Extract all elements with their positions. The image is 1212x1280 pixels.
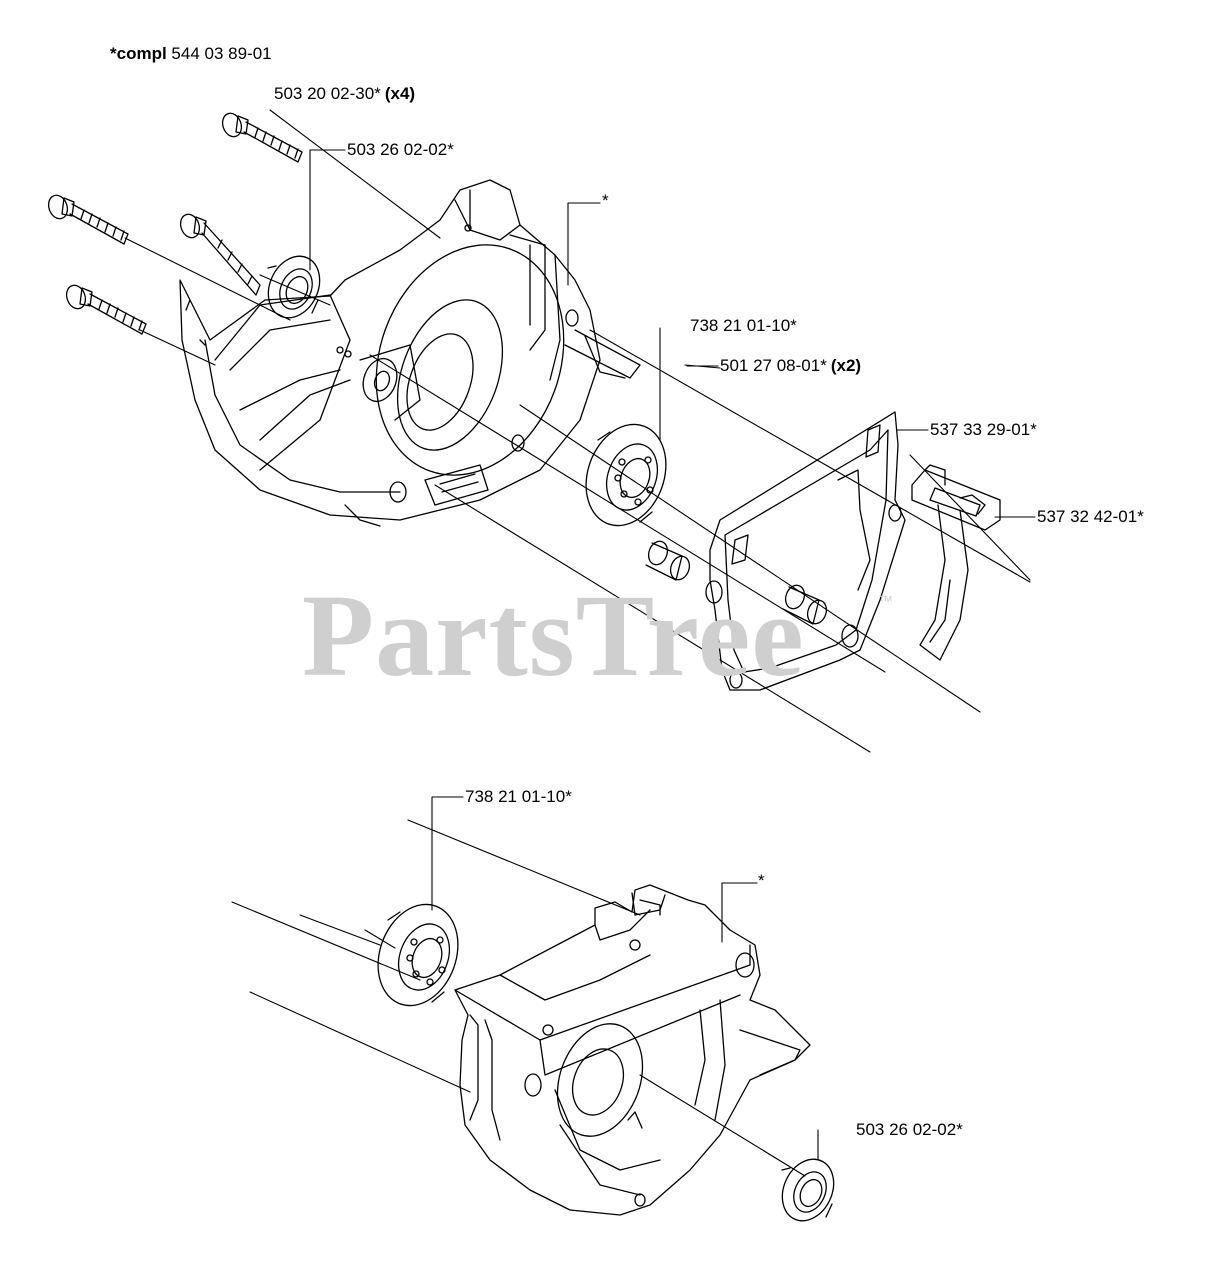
leader-seal-top (309, 149, 346, 271)
oil-seal-top (267, 255, 321, 319)
part-number: 501 27 08-01* (720, 356, 827, 375)
part-number: 738 21 01-10* (690, 316, 797, 335)
part-number: * (602, 191, 609, 210)
callout-gasket: 537 33 29-01* (930, 420, 1037, 440)
callout-bearing-bottom: 738 21 01-10* (465, 787, 572, 807)
crankcase-half-bottom (454, 884, 811, 1216)
callout-sleeve: 501 27 08-01*(x2) (720, 356, 861, 376)
leader-bearing-bottom (431, 796, 464, 911)
assembly-axis-lines (124, 109, 1031, 753)
part-number: 503 26 02-02* (856, 1120, 963, 1139)
watermark-text: PartsTree (302, 570, 805, 701)
bearing-top (585, 423, 667, 527)
callout-seal-top: 503 26 02-02* (347, 140, 454, 160)
part-number: 738 21 01-10* (465, 787, 572, 806)
callout-seal-bottom: 503 26 02-02* (856, 1120, 963, 1140)
crankcase-half-top (179, 179, 641, 527)
part-number: 503 26 02-02* (347, 140, 454, 159)
leader-star-bottom (721, 882, 758, 943)
complete-assembly-label: *compl 544 03 89-01 (110, 44, 272, 64)
screw-top (221, 112, 303, 163)
part-number: 537 33 29-01* (930, 420, 1037, 439)
callout-bearing-top: 738 21 01-10* (690, 316, 797, 336)
clip-plate (911, 464, 1001, 661)
part-number: 503 20 02-30* (274, 84, 381, 103)
part-qty: (x4) (384, 84, 416, 103)
compl-number: 544 03 89-01 (171, 44, 272, 63)
bearing-bottom (377, 903, 459, 1007)
oil-seal-bottom (781, 1158, 835, 1222)
part-number: 537 32 42-01* (1037, 507, 1144, 526)
leader-star-top (567, 202, 601, 286)
screw-lower-left (65, 284, 147, 335)
part-number: * (758, 871, 765, 890)
callout-screw: 503 20 02-30*(x4) (274, 84, 415, 104)
lower-axis-lines (231, 819, 806, 1177)
screw-upper-left (47, 194, 129, 245)
callout-star-top: * (602, 191, 609, 211)
callout-leaders (309, 149, 1036, 1161)
compl-prefix: *compl (110, 44, 167, 63)
sleeve-left (645, 540, 691, 581)
sleeve-right (782, 584, 828, 625)
screw-middle (179, 213, 261, 296)
callout-star-bottom: * (758, 871, 765, 891)
gasket (705, 411, 906, 691)
part-qty: (x2) (830, 356, 862, 375)
watermark-trademark: ™ (878, 593, 893, 610)
callout-clip: 537 32 42-01* (1037, 507, 1144, 527)
